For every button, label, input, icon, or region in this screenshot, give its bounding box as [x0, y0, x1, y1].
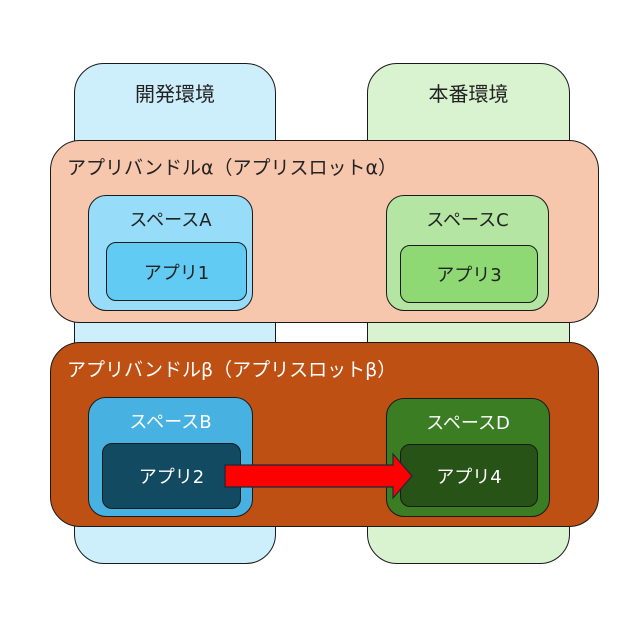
app-3: アプリ3 [400, 245, 538, 303]
app-bundle-alpha-label: アプリバンドルα（アプリスロットα） [67, 157, 397, 179]
space-d-label: スペースD [426, 413, 510, 434]
app-4: アプリ4 [400, 444, 538, 507]
prod-environment-label: 本番環境 [428, 82, 509, 106]
space-b-label: スペースB [129, 412, 212, 433]
space-c-label: スペースC [426, 210, 509, 231]
space-a-label: スペースA [129, 210, 212, 231]
app-2-label: アプリ2 [138, 467, 205, 488]
app-2: アプリ2 [102, 443, 241, 509]
app-bundle-beta-label: アプリバンドルβ（アプリスロットβ） [67, 359, 397, 381]
app-3-label: アプリ3 [436, 265, 502, 286]
dev-environment-label: 開発環境 [135, 82, 215, 106]
app-4-label: アプリ4 [436, 466, 502, 488]
app-1: アプリ1 [106, 242, 247, 301]
app-1-label: アプリ1 [143, 262, 210, 284]
